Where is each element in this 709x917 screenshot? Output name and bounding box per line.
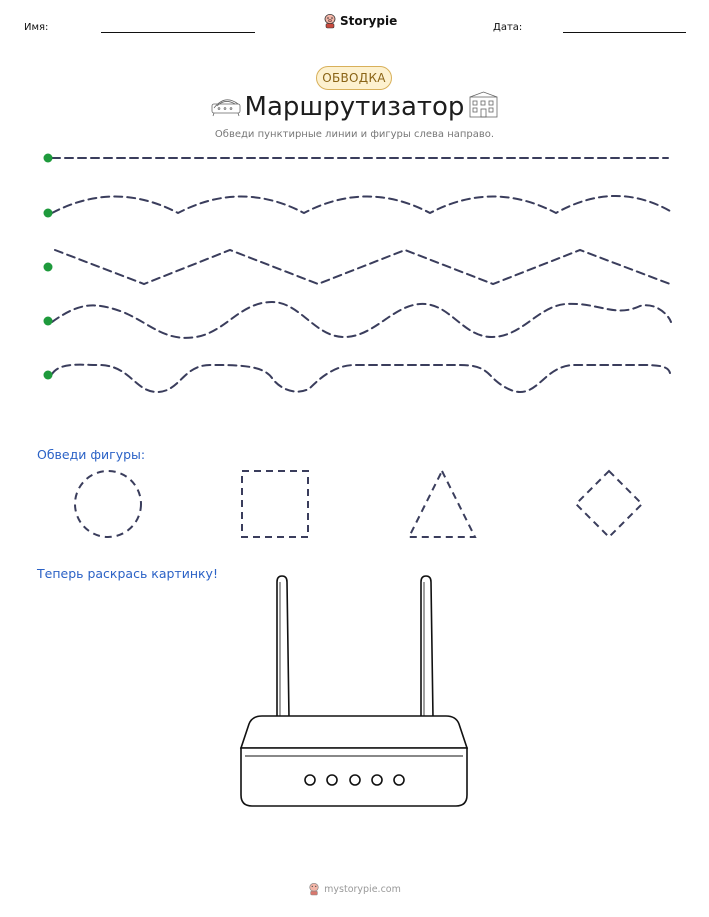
router-top-panel	[239, 715, 469, 749]
square-trace-shape[interactable]	[241, 470, 309, 538]
pig-mascot-icon	[309, 883, 319, 896]
date-label: Дата:	[493, 22, 523, 33]
router-led-3	[349, 774, 361, 786]
router-doodle-icon	[211, 99, 241, 117]
trace-lines	[43, 153, 672, 394]
footer-url[interactable]: mystorypie.com	[324, 883, 401, 895]
name-label: Имя:	[24, 22, 49, 33]
brand-name: Storypie	[340, 14, 398, 28]
start-dot	[43, 208, 53, 218]
shapes-heading: Обведи фигуры:	[37, 447, 146, 462]
activity-badge: ОБВОДКА	[316, 66, 392, 90]
right-antenna	[420, 575, 434, 719]
router-led-2	[326, 774, 338, 786]
router-coloring-picture[interactable]	[0, 0, 709, 820]
router-led-1	[304, 774, 316, 786]
bump-trace-line[interactable]	[51, 363, 671, 394]
title-icons	[211, 91, 498, 118]
trace-shapes	[74, 468, 644, 539]
start-dot	[43, 370, 53, 380]
wave-trace-line[interactable]	[51, 300, 672, 339]
start-dot	[43, 153, 53, 163]
arc-trace-line[interactable]	[51, 195, 671, 215]
instructions-text: Обведи пунктирные линии и фигуры слева н…	[214, 129, 495, 140]
page-title: Маршрутизатор	[244, 92, 465, 122]
router-led-5	[393, 774, 405, 786]
triangle-trace-shape[interactable]	[407, 468, 477, 538]
building-doodle-icon	[469, 91, 498, 118]
start-dot	[43, 262, 53, 272]
circle-trace-shape[interactable]	[74, 470, 142, 538]
router-led-4	[371, 774, 383, 786]
start-dot	[43, 316, 53, 326]
brand-logo: Storypie	[323, 13, 397, 29]
coloring-heading: Теперь раскрась картинку!	[37, 566, 218, 581]
zigzag-trace-line[interactable]	[54, 248, 671, 286]
pig-mascot-icon	[324, 14, 336, 29]
date-write-line[interactable]	[563, 32, 686, 33]
name-write-line[interactable]	[101, 32, 255, 33]
footer: mystorypie.com	[0, 882, 709, 896]
left-antenna	[276, 575, 290, 719]
